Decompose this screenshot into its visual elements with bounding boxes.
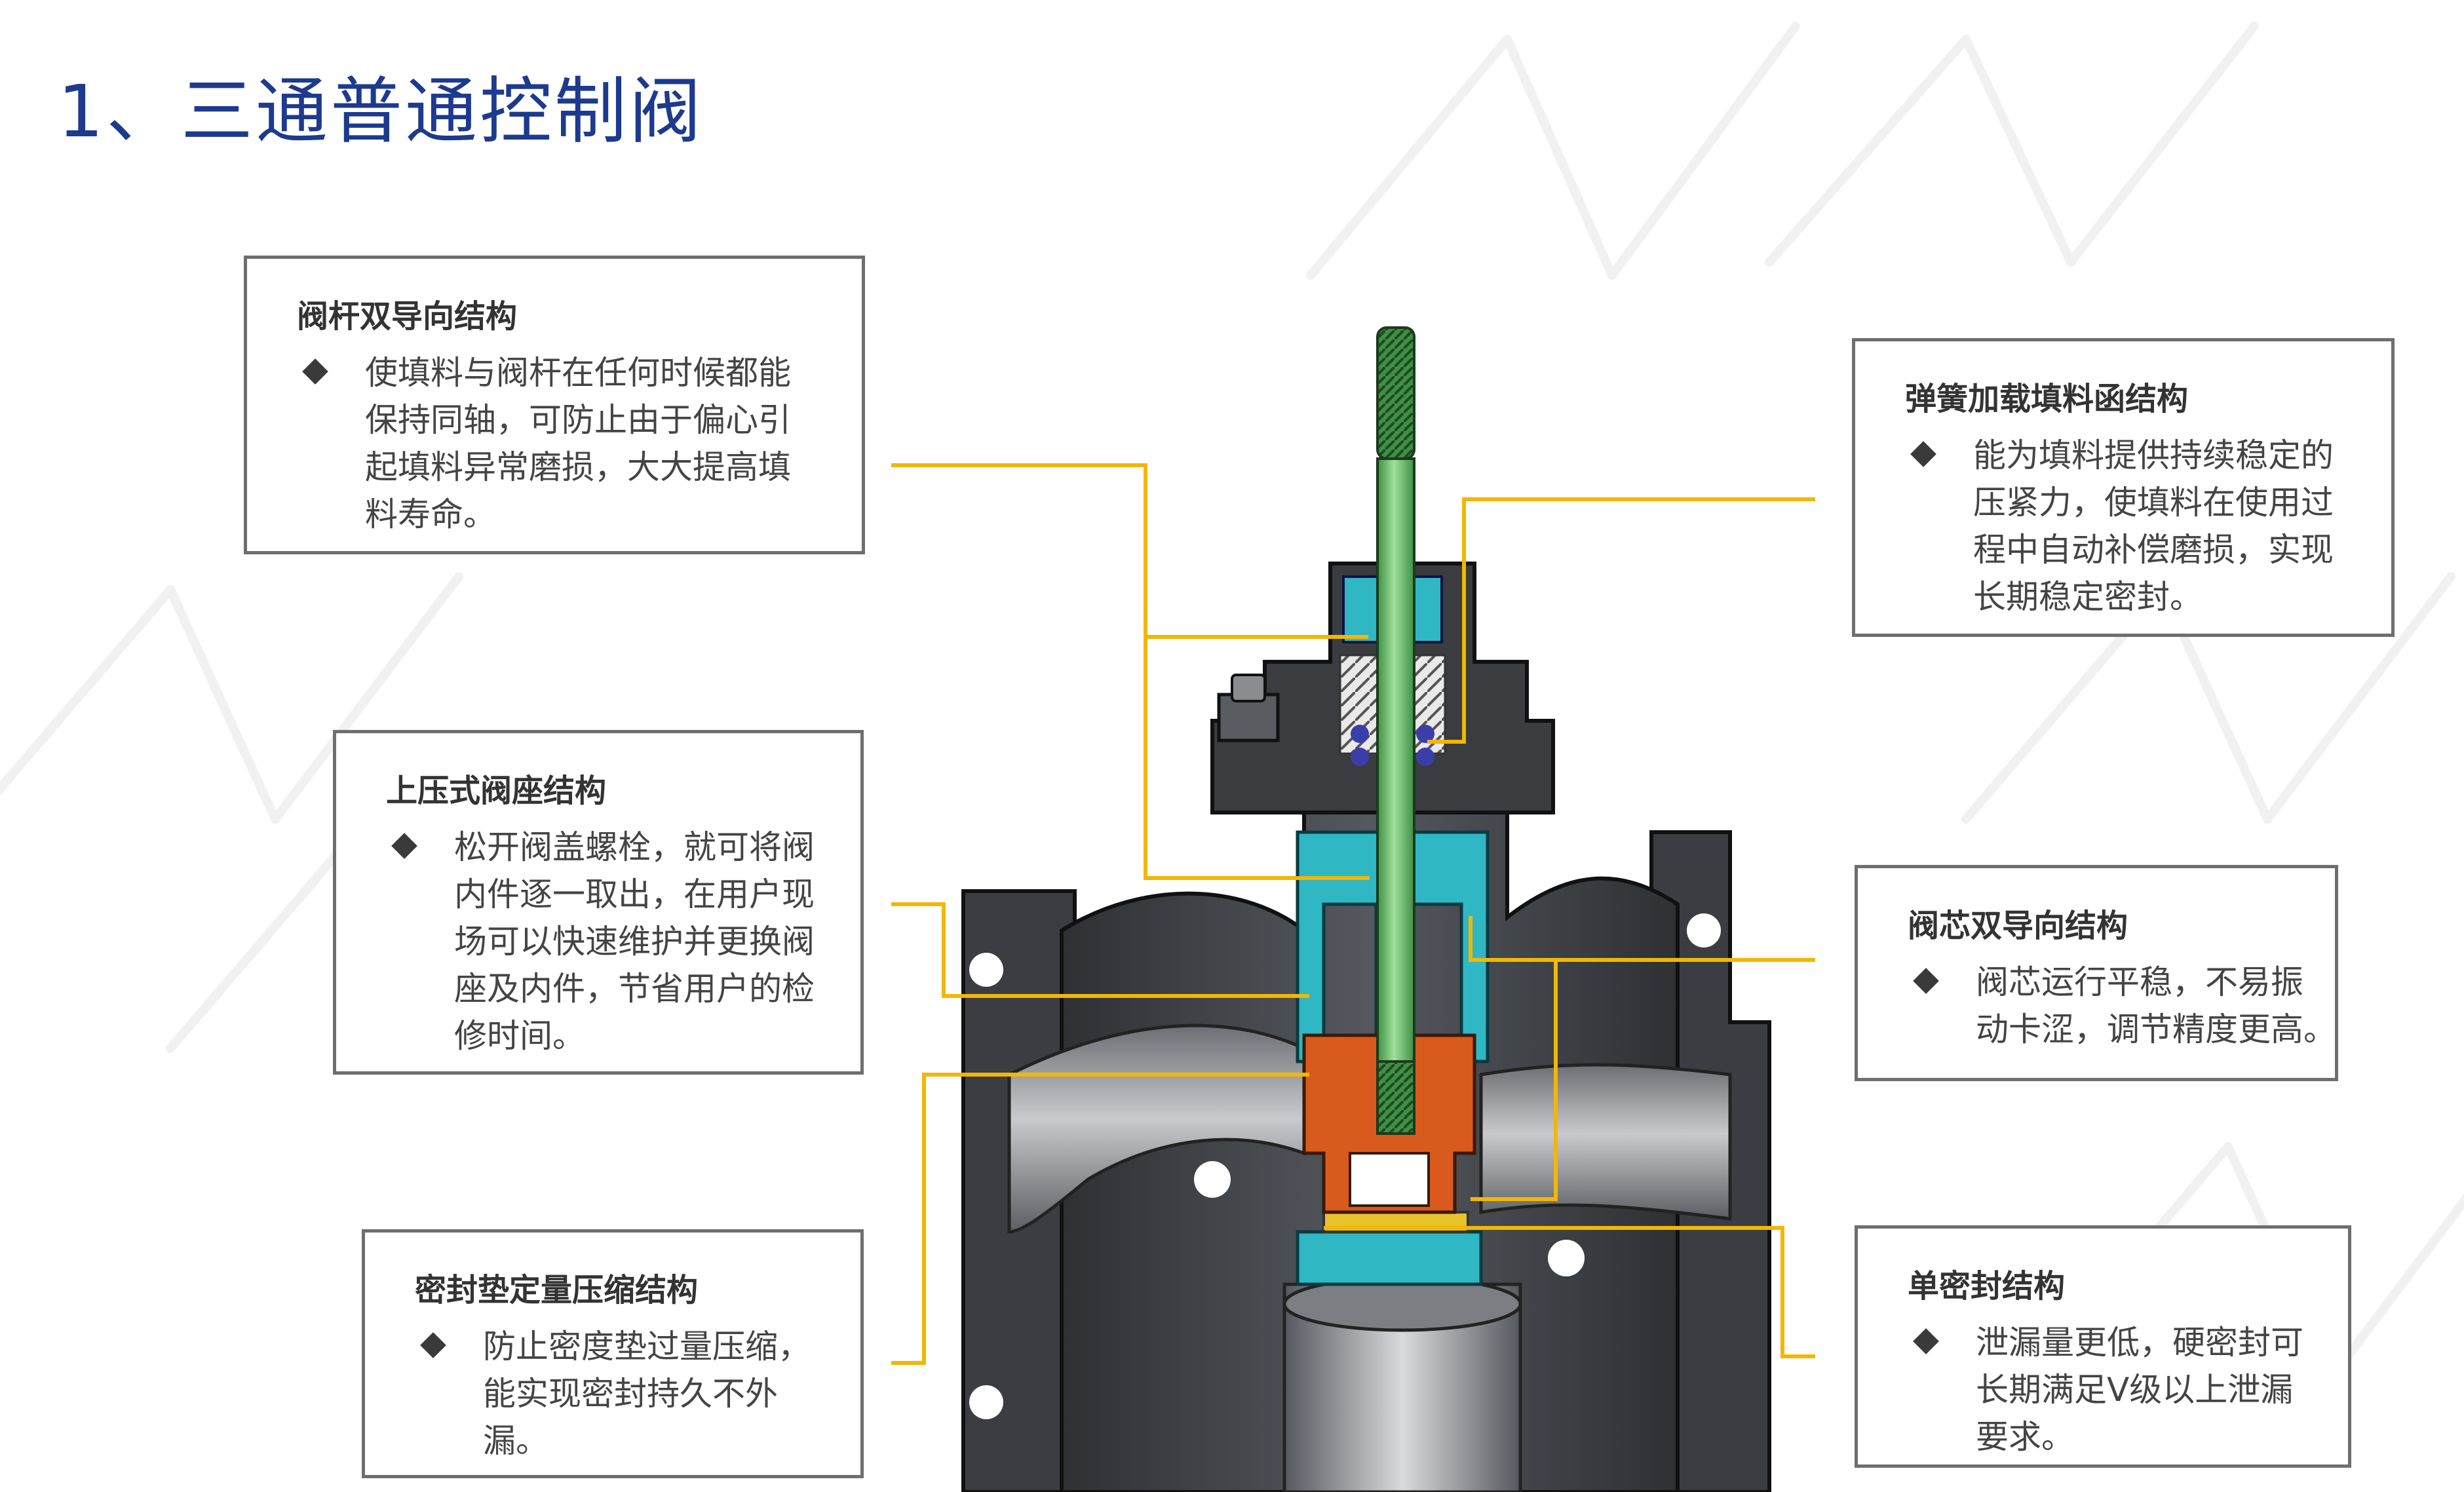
left-flange-bolt-hole-bottom (969, 1385, 1003, 1419)
callout-top-seat: 上压式阀座结构 松开阀盖螺栓，就可将阀 内件逐一取出，在用户现 场可以快速维护并… (333, 730, 864, 1075)
packing-ring (1351, 748, 1369, 766)
callout-title: 上压式阀座结构 (386, 773, 607, 809)
callout-text-line: 修时间。 (454, 1017, 585, 1055)
callout-text-line: 场可以快速维护并更换阀 (454, 923, 815, 961)
callout-text-line: 长期满足V级以上泄漏 (1976, 1371, 2294, 1409)
leader-line-stem-guide-lower (1144, 637, 1370, 880)
callout-body: 泄漏量更低，硬密封可 长期满足V级以上泄漏 要求。 (1908, 1319, 2311, 1461)
seat-ring-lower (1296, 1230, 1483, 1286)
callout-text-line: 松开阀盖螺栓，就可将阀 (454, 828, 815, 866)
diamond-bullet-icon (1913, 968, 1939, 994)
stem-thread-bottom (1376, 1060, 1415, 1135)
callout-text-line: 要求。 (1976, 1418, 2074, 1456)
right-flange-bolt-hole (1687, 913, 1721, 947)
callout-text-line: 能为填料提供持续稳定的 (1973, 436, 2334, 474)
outlet-cavity (1479, 1063, 1732, 1221)
callout-stem-guide: 阀杆双导向结构 使填料与阀杆在任何时候都能 保持同轴，可防止由于偏心引 起填料异… (244, 256, 865, 554)
callout-body: 松开阀盖螺栓，就可将阀 内件逐一取出，在用户现 场可以快速维护并更换阀 座及内件… (386, 824, 824, 1060)
callout-body: 能为填料提供持续稳定的 压紧力，使填料在使用过 程中自动补偿磨损，实现 长期稳定… (1905, 432, 2355, 621)
callout-plug-guide: 阀芯双导向结构 阀芯运行平稳，不易振 动卡涩，调节精度更高。 (1855, 865, 2338, 1081)
leader-line-gasket (891, 1073, 1309, 1365)
callout-title: 弹簧加载填料函结构 (1905, 381, 2189, 417)
callout-text-line: 内件逐一取出，在用户现 (454, 875, 815, 913)
callout-text-line: 动卡涩，调节精度更高。 (1976, 1010, 2336, 1048)
diamond-bullet-icon (420, 1332, 446, 1358)
callout-text-line: 起填料异常磨损，大大提高填 (365, 448, 791, 486)
callout-text-line: 压紧力，使填料在使用过 (1973, 484, 2334, 522)
stem-thread-top (1376, 326, 1415, 460)
packing-ring (1351, 725, 1369, 743)
leader-line-spring-packing (1427, 497, 1815, 744)
leader-lines (891, 463, 1815, 1365)
callout-body: 防止密度垫过量压缩， 能实现密封持久不外 漏。 (415, 1323, 824, 1464)
callout-text-line: 保持同轴，可防止由于偏心引 (365, 401, 791, 439)
callout-body: 阀芯运行平稳，不易振 动卡涩，调节精度更高。 (1908, 959, 2336, 1053)
stem-shaft (1376, 457, 1415, 1063)
callout-text-line: 座及内件，节省用户的检 (454, 970, 815, 1008)
callout-title: 密封垫定量压缩结构 (415, 1272, 699, 1309)
leader-line-top-seat (891, 902, 1309, 998)
callout-gasket-compression: 密封垫定量压缩结构 防止密度垫过量压缩， 能实现密封持久不外 漏。 (362, 1229, 864, 1478)
callout-text-line: 程中自动补偿磨损，实现 (1973, 531, 2334, 569)
page-title: 1、三通普通控制阀 (58, 69, 704, 153)
callout-text-line: 长期稳定密封。 (1973, 578, 2203, 616)
callout-text-line: 泄漏量更低，硬密封可 (1976, 1324, 2303, 1362)
left-flange-bolt-hole-top (969, 953, 1003, 987)
callout-body: 使填料与阀杆在任何时候都能 保持同轴，可防止由于偏心引 起填料异常磨损，大大提高… (297, 349, 825, 538)
leader-line-stem-guide (891, 463, 1368, 639)
diamond-bullet-icon (391, 833, 417, 859)
packing-ring (1416, 725, 1434, 743)
callout-text-line: 使填料与阀杆在任何时候都能 (365, 354, 791, 392)
body-hole-right (1548, 1240, 1585, 1276)
diamond-bullet-icon (1913, 1328, 1939, 1354)
diamond-bullet-icon (1910, 441, 1936, 467)
callout-text-line: 料寿命。 (365, 495, 496, 533)
plug-window (1349, 1152, 1430, 1207)
callout-text-line: 阀芯运行平稳，不易振 (1976, 963, 2303, 1001)
leader-line-single-seal (1324, 1226, 1815, 1358)
callout-title: 阀芯双导向结构 (1908, 908, 2128, 944)
leader-line-plug-guide (1469, 916, 1815, 962)
callout-single-seal: 单密封结构 泄漏量更低，硬密封可 长期满足V级以上泄漏 要求。 (1855, 1225, 2351, 1468)
callout-text-line: 防止密度垫过量压缩， (483, 1328, 811, 1366)
callout-spring-packing: 弹簧加载填料函结构 能为填料提供持续稳定的 压紧力，使填料在使用过 程中自动补偿… (1852, 338, 2395, 637)
body-hole-left (1194, 1161, 1231, 1198)
valve-stem (1376, 326, 1415, 1135)
callout-title: 阀杆双导向结构 (297, 298, 518, 335)
leader-line-plug-guide-lower (1471, 960, 1558, 1201)
callout-text-line: 漏。 (483, 1422, 549, 1460)
callout-title: 单密封结构 (1908, 1268, 2066, 1305)
diamond-bullet-icon (302, 358, 328, 385)
packing-ring (1416, 748, 1434, 766)
callout-text-line: 能实现密封持久不外 (483, 1375, 778, 1413)
inlet-cavity (1007, 1023, 1306, 1234)
bonnet-bolt-left-head (1231, 674, 1266, 702)
